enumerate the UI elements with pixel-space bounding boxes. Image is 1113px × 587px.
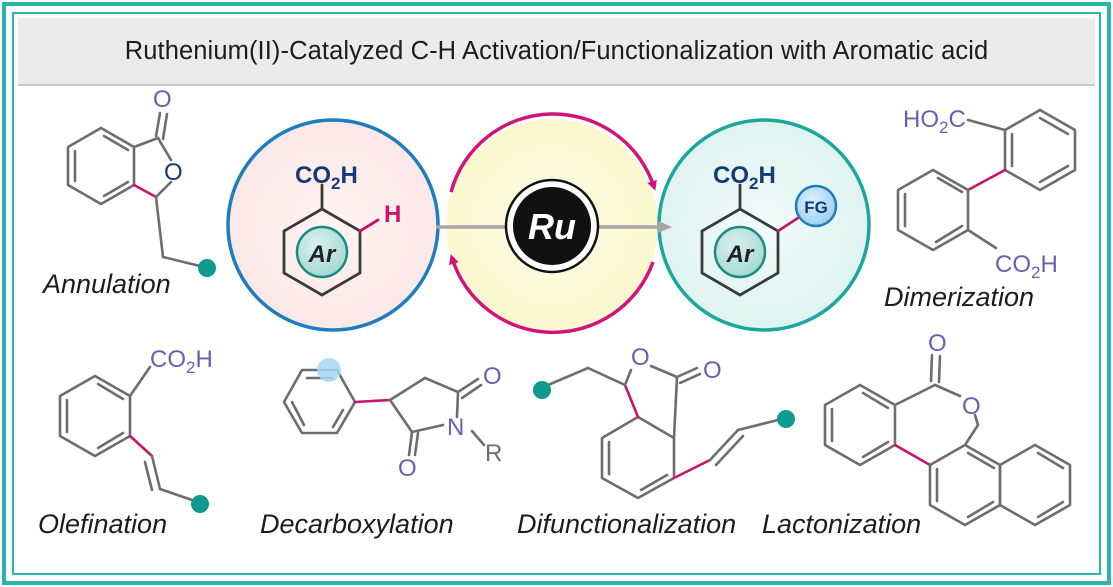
annulation-carbonyl-o: O: [153, 86, 172, 113]
olefination-co2h: CO2H: [150, 346, 213, 377]
substrate-molecule: [282, 183, 380, 297]
decarboxylation-structure: [282, 368, 486, 457]
difunctionalization-label: Difunctionalization: [517, 509, 736, 539]
dimerization-label: Dimerization: [884, 282, 1034, 312]
difunctionalization-structure: [546, 364, 780, 500]
decarboxylation-upper-o: O: [483, 363, 502, 390]
annulation-label: Annulation: [41, 269, 171, 299]
decarboxylation-r: R: [485, 440, 502, 467]
annulation-ring-o: O: [164, 159, 183, 186]
annulation-dot: [198, 259, 216, 277]
left-circle: [226, 118, 440, 332]
ru-catalyst-core: [513, 187, 591, 265]
olefination-structure: [58, 365, 194, 502]
aryl-label-left: Ar: [308, 241, 337, 268]
upper-arc-arrow: [449, 112, 657, 193]
catalytic-cycle: Ru: [226, 112, 871, 335]
aryl-label-right: Ar: [726, 241, 755, 268]
lower-arc-arrow: [449, 254, 655, 335]
decarboxylation-n: N: [447, 414, 464, 441]
dimerization-co2h: CO2H: [995, 251, 1058, 282]
page-title: Ruthenium(II)-Catalyzed C-H Activation/F…: [124, 36, 989, 65]
lactonization-ring-o: O: [962, 393, 981, 420]
right-circle: [657, 118, 871, 332]
lactonization-label: Lactonization: [762, 509, 921, 539]
decarboxylation-site-highlight: [317, 358, 341, 382]
product-molecule: [700, 183, 803, 297]
functional-group-badge: [794, 184, 838, 228]
difunctionalization-dot-right: [777, 410, 795, 428]
annulation-structure: [66, 111, 202, 268]
activated-h-label: H: [384, 201, 401, 228]
olefination-dot: [191, 495, 209, 513]
title-bar: Ruthenium(II)-Catalyzed C-H Activation/F…: [18, 18, 1095, 86]
aryl-circle-right: [713, 225, 767, 279]
difunctionalization-dot-left: [533, 381, 551, 399]
aryl-circle-left: [295, 225, 349, 279]
difunctionalization-carbonyl-o: O: [703, 357, 722, 384]
lactonization-carbonyl-o: O: [928, 330, 947, 357]
decarboxylation-lower-o: O: [398, 455, 417, 482]
ru-label: Ru: [528, 206, 576, 247]
olefination-label: Olefination: [38, 509, 167, 539]
functional-group-label: FG: [804, 198, 828, 217]
dimerization-structure: [896, 108, 1077, 252]
dimerization-ho2c: HO2C: [903, 106, 966, 137]
acid-label-left: CO2H: [295, 162, 358, 193]
difunctionalization-ring-o: O: [631, 344, 650, 371]
lactonization-structure: [823, 353, 1072, 527]
decarboxylation-label: Decarboxylation: [260, 509, 454, 539]
acid-label-right: CO2H: [713, 162, 776, 193]
